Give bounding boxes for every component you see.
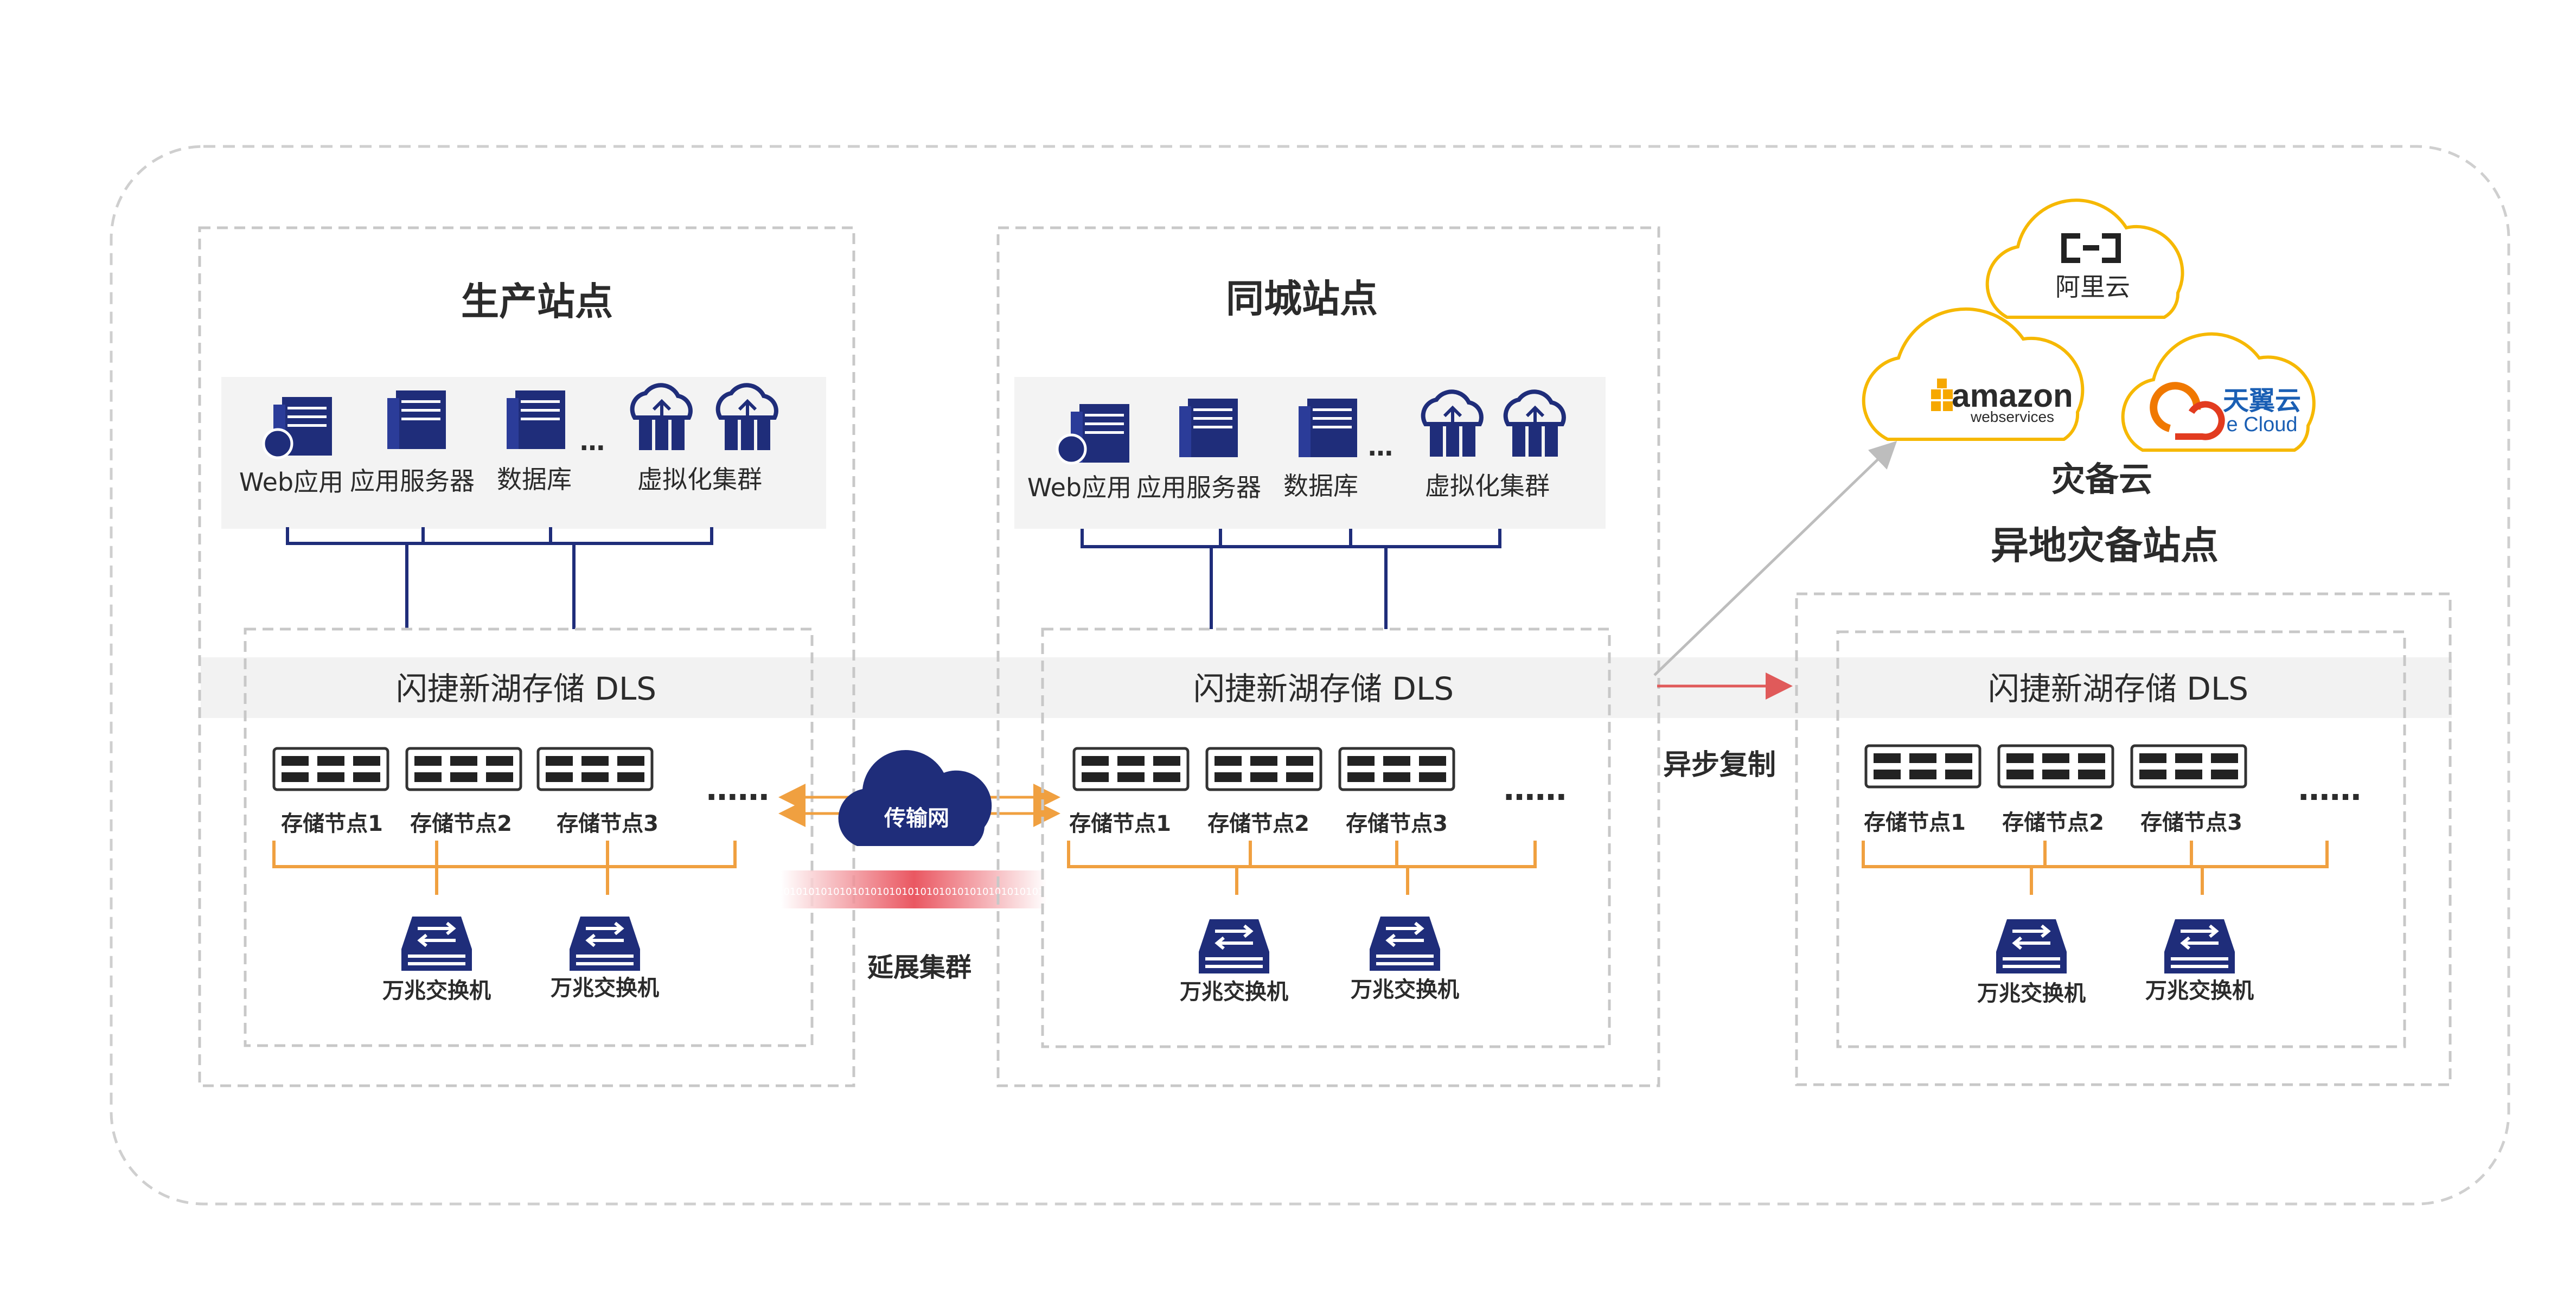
- more-nodes: ……: [2298, 771, 2361, 808]
- site-same-city: 同城站点 Web应用 应用服务器 数据库 虚拟化集群 … 闪捷新湖存储 DLS …: [996, 226, 1660, 1087]
- storage-title: 闪捷新湖存储 DLS: [396, 670, 656, 707]
- storage-title: 闪捷新湖存储 DLS: [1988, 670, 2248, 707]
- switch-label: 万兆交换机: [1180, 979, 1288, 1004]
- switch-label: 万兆交换机: [551, 976, 659, 1001]
- node-label: 存储节点1: [1069, 811, 1171, 836]
- app-label: 数据库: [497, 465, 572, 494]
- node-label: 存储节点2: [1207, 811, 1309, 836]
- storage-band: [201, 657, 2452, 718]
- tianyi-logo-icon: [2150, 382, 2225, 440]
- tianyi-sub-label: e Cloud: [2227, 413, 2298, 436]
- site-title: 异地灾备站点: [1991, 523, 2219, 568]
- tianyi-cloud: [2121, 332, 2316, 452]
- aliyun-logo-icon: [2061, 233, 2121, 263]
- app-label: 数据库: [1283, 471, 1358, 501]
- switch-label: 万兆交换机: [2145, 978, 2254, 1003]
- aliyun-label: 阿里云: [2055, 272, 2130, 302]
- aws-logo-icon: [1931, 379, 1953, 411]
- node-label: 存储节点1: [1864, 810, 1966, 835]
- replication-label: 异步复制: [1663, 749, 1776, 781]
- app-label: 应用服务器: [350, 466, 475, 496]
- storage-box: [1836, 630, 2406, 1048]
- site-production: 生产站点 Web应用 应用服务器 数据库 虚拟化集群 … 闪捷新湖存储 DLS …: [198, 226, 855, 1087]
- app-bus: [1081, 529, 1501, 548]
- app-label: 应用服务器: [1136, 473, 1261, 502]
- amazon-sub-label: webservices: [1970, 408, 2054, 425]
- switch-label: 万兆交换机: [1351, 977, 1459, 1002]
- node-label: 存储节点2: [410, 811, 512, 836]
- storage-box: [244, 627, 814, 1047]
- amazon-label: amazon: [1952, 377, 2073, 414]
- node-label: 存储节点2: [2002, 810, 2104, 835]
- site-title: 同城站点: [1226, 277, 1378, 321]
- node-label: 存储节点3: [1346, 811, 1448, 836]
- more-nodes: ……: [1504, 771, 1567, 808]
- more-nodes: ……: [706, 771, 769, 808]
- dr-cloud-group: 阿里云 amazon webservices 天翼云 e Cloud 灾备云: [1862, 198, 2316, 499]
- binary-strip: [781, 870, 1047, 908]
- node-bus: [1862, 841, 2329, 895]
- app-label: 虚拟化集群: [1425, 471, 1550, 501]
- transport-cloud: [838, 750, 992, 846]
- switch-label: 万兆交换机: [1977, 981, 2086, 1006]
- app-label: Web应用: [239, 467, 343, 497]
- app-label: Web应用: [1027, 473, 1132, 502]
- app-label: 虚拟化集群: [637, 465, 762, 494]
- node-bus: [272, 841, 737, 895]
- storage-title: 闪捷新湖存储 DLS: [1193, 670, 1454, 707]
- binary-text: 1010101010101010101010101010101010101010…: [765, 886, 1063, 898]
- node-label: 存储节点3: [2140, 810, 2242, 835]
- ellipsis: …: [1368, 432, 1393, 462]
- app-bus: [286, 527, 713, 545]
- transport: 传输网 101010101010101010101010101010101010…: [765, 750, 1063, 983]
- ellipsis: …: [580, 427, 605, 456]
- amazon-cloud: [1862, 307, 2085, 441]
- aliyun-cloud: [1985, 198, 2184, 319]
- transport-label: 传输网: [884, 806, 949, 831]
- node-label: 存储节点1: [281, 811, 383, 836]
- dr-cloud-label: 灾备云: [2051, 459, 2152, 499]
- outer-frame: [110, 145, 2510, 1206]
- site-title: 生产站点: [461, 279, 613, 324]
- globe-icon: [1056, 433, 1087, 465]
- cloud-arrow: [1653, 441, 1897, 676]
- site-remote: 异地灾备站点 闪捷新湖存储 DLS 存储节点1 存储节点2 存储节点3 …… 万…: [1795, 523, 2452, 1086]
- tianyi-label: 天翼云: [2223, 386, 2301, 416]
- storage-box: [1041, 627, 1611, 1048]
- globe-icon: [262, 428, 293, 459]
- stretch-cluster-label: 延展集群: [867, 952, 971, 983]
- node-label: 存储节点3: [557, 811, 659, 836]
- node-bus: [1067, 841, 1537, 895]
- switch-label: 万兆交换机: [382, 978, 491, 1003]
